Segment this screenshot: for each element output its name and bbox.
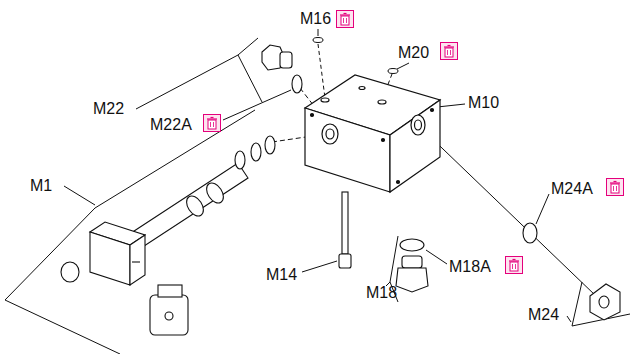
bracket bbox=[238, 38, 262, 102]
seal bbox=[313, 38, 398, 74]
plug bbox=[523, 223, 620, 320]
drawing-part bbox=[397, 181, 400, 184]
drawing-part bbox=[165, 312, 173, 320]
part-number: M22 bbox=[93, 100, 124, 118]
leader-line bbox=[136, 55, 238, 109]
drawing-part bbox=[311, 114, 314, 117]
axis-line bbox=[318, 44, 325, 98]
drawing-part bbox=[339, 254, 351, 268]
part-number: M24 bbox=[528, 306, 559, 324]
drawing-part bbox=[342, 192, 348, 254]
drawing-part bbox=[321, 98, 329, 102]
discard-icon bbox=[337, 11, 354, 28]
discard-icon bbox=[506, 257, 523, 274]
drawing-part bbox=[431, 109, 434, 112]
drawing-part bbox=[280, 52, 292, 68]
leader-line bbox=[397, 63, 409, 69]
o-ring bbox=[523, 223, 537, 243]
drawing-part bbox=[251, 143, 261, 161]
plug bbox=[262, 45, 302, 93]
leader-line bbox=[64, 186, 95, 205]
drawing-part bbox=[359, 87, 365, 90]
plug bbox=[396, 239, 428, 292]
leader-line bbox=[426, 250, 447, 264]
valve-block bbox=[305, 75, 440, 192]
drawing-part bbox=[390, 100, 440, 192]
drawing-part bbox=[415, 120, 422, 130]
leader-line bbox=[223, 90, 291, 120]
drawing-part bbox=[599, 296, 609, 308]
drawing-part bbox=[183, 193, 207, 219]
drawing-part bbox=[128, 163, 248, 250]
leader-lines bbox=[5, 29, 630, 354]
part-number: M16 bbox=[300, 10, 331, 28]
drawing-part bbox=[132, 261, 140, 262]
leader-line bbox=[567, 316, 571, 322]
drawing-part bbox=[313, 38, 323, 43]
leader-line bbox=[302, 261, 337, 272]
part-number: M18 bbox=[366, 284, 397, 302]
part-number: M14 bbox=[266, 266, 297, 284]
solenoid-valve bbox=[61, 136, 275, 335]
drawing-part bbox=[150, 295, 188, 335]
part-number: M22A bbox=[150, 116, 192, 134]
discard-icon bbox=[441, 43, 458, 60]
drawing-part bbox=[590, 284, 620, 320]
leader-line bbox=[318, 29, 319, 36]
drawing-part bbox=[402, 256, 422, 268]
drawing-part bbox=[235, 151, 245, 169]
drawing-part bbox=[90, 232, 130, 285]
o-ring bbox=[400, 239, 424, 251]
bolt bbox=[339, 192, 351, 268]
drawing-part bbox=[305, 108, 390, 192]
discard-icon bbox=[607, 179, 624, 196]
drawing-part bbox=[203, 180, 227, 206]
drawing-part bbox=[396, 268, 428, 292]
drawing-part bbox=[265, 136, 275, 154]
drawing-part bbox=[130, 235, 145, 285]
discard-icons bbox=[204, 11, 624, 274]
drawing-part bbox=[378, 100, 386, 104]
drawing-part bbox=[388, 69, 398, 74]
bracket bbox=[572, 282, 630, 326]
drawing-part bbox=[326, 129, 334, 139]
part-number: M20 bbox=[398, 44, 429, 62]
drawing-part bbox=[158, 285, 182, 297]
part-number: M10 bbox=[468, 94, 499, 112]
leader-line bbox=[536, 194, 549, 224]
drawing-part bbox=[322, 124, 338, 144]
axis-line bbox=[418, 125, 596, 296]
part-number: M1 bbox=[30, 177, 52, 195]
part-number: M24A bbox=[551, 180, 593, 198]
o-ring bbox=[292, 75, 302, 93]
drawing-part bbox=[61, 262, 79, 282]
drawing-part bbox=[382, 139, 385, 142]
bracket bbox=[5, 110, 255, 354]
discard-icon bbox=[204, 115, 221, 132]
drawing-part bbox=[411, 115, 425, 135]
part-number: M18A bbox=[449, 258, 491, 276]
